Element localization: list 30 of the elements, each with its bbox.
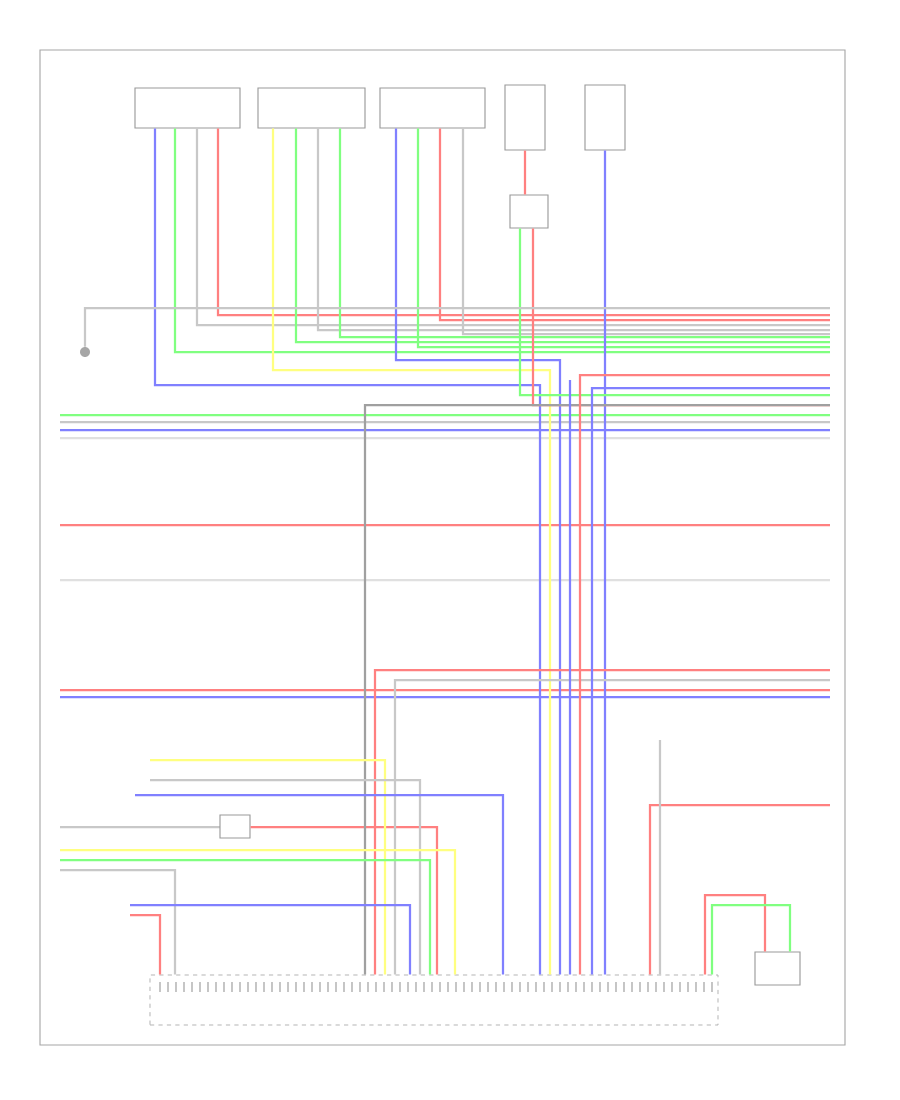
wire bbox=[416, 128, 830, 349]
component-box bbox=[219, 814, 251, 839]
component-box bbox=[509, 194, 549, 229]
wire bbox=[648, 803, 830, 975]
wire bbox=[60, 868, 177, 975]
wire bbox=[250, 825, 439, 975]
component-box bbox=[584, 84, 626, 151]
wire bbox=[135, 793, 505, 975]
wire bbox=[394, 128, 562, 975]
connector-box bbox=[134, 87, 241, 129]
component-box bbox=[754, 951, 801, 986]
wire bbox=[658, 740, 662, 975]
wire bbox=[603, 150, 607, 975]
wire bbox=[703, 893, 767, 975]
connector-box bbox=[257, 87, 366, 129]
wire bbox=[130, 913, 162, 975]
wire bbox=[271, 128, 552, 975]
connector-outline bbox=[149, 974, 719, 1026]
wire bbox=[153, 128, 542, 975]
wire bbox=[130, 903, 412, 975]
connector-box bbox=[379, 87, 486, 129]
component-box bbox=[504, 84, 546, 151]
wire bbox=[83, 306, 830, 347]
wire bbox=[523, 150, 527, 195]
ground-symbol bbox=[80, 347, 90, 357]
wire bbox=[150, 778, 422, 975]
wire bbox=[150, 758, 387, 975]
wire bbox=[710, 903, 792, 975]
wire bbox=[363, 403, 830, 975]
wire bbox=[568, 380, 572, 975]
